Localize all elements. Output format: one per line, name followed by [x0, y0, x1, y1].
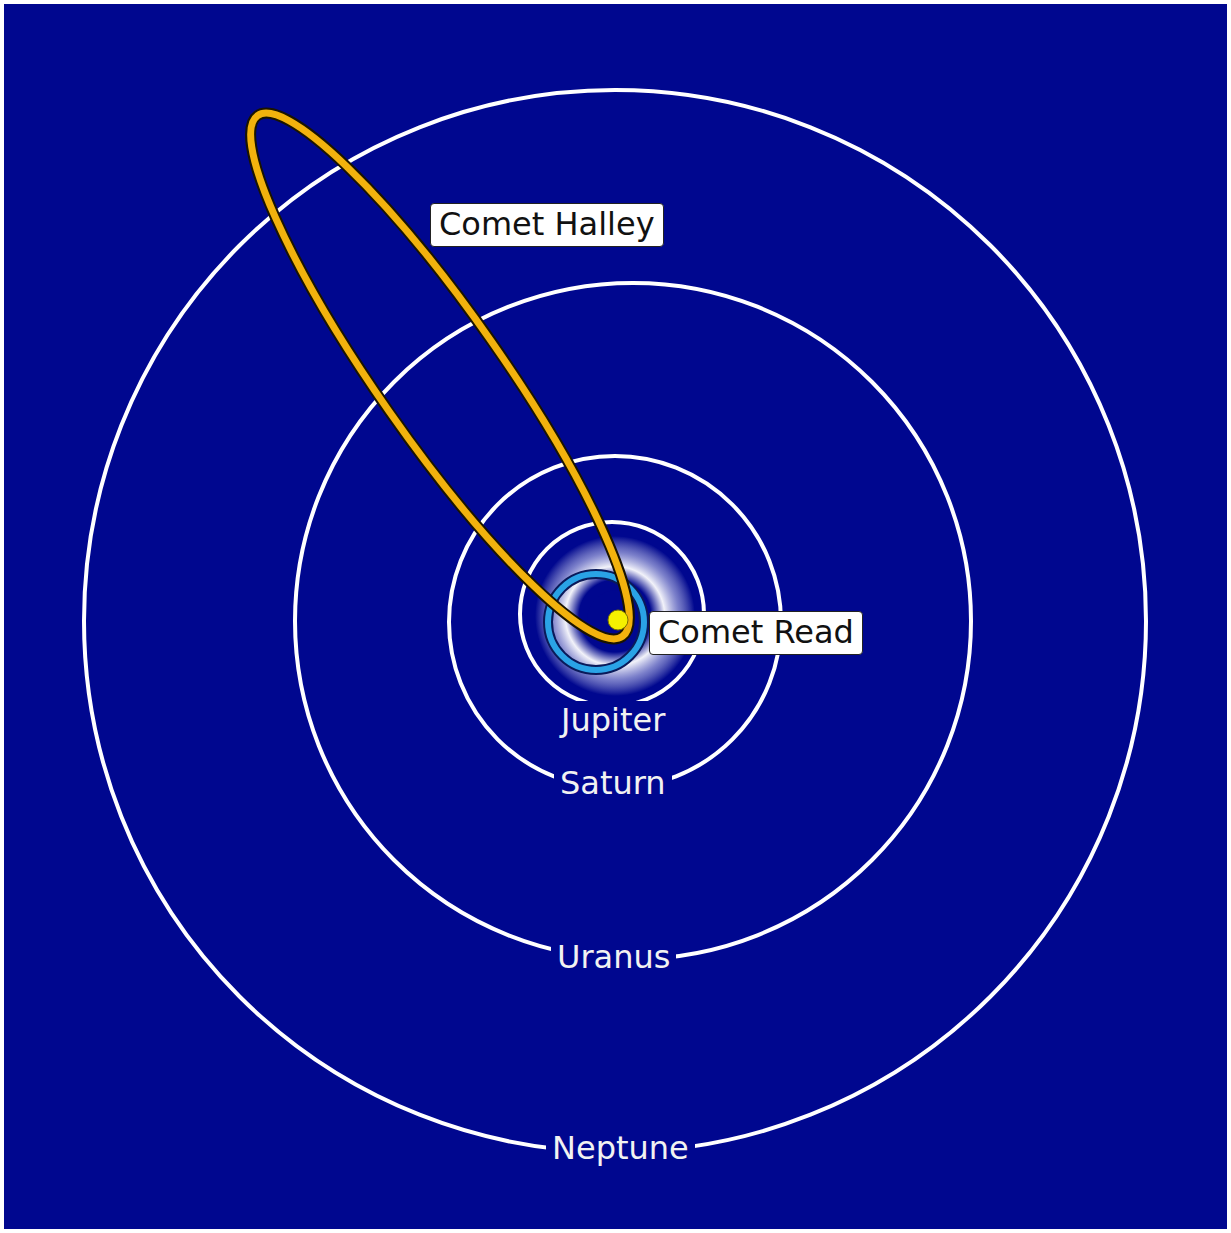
orbit-illustration — [4, 4, 1227, 1229]
neptune-orbit — [84, 90, 1146, 1152]
planet-name: Uranus — [551, 938, 676, 976]
planet-name: Jupiter — [555, 701, 671, 739]
planet-name: Neptune — [546, 1129, 695, 1167]
planet-name: Saturn — [554, 764, 672, 802]
space-ground — [4, 4, 1227, 1229]
sun — [608, 610, 628, 630]
halley-orbit — [207, 80, 673, 672]
comet-name: Comet Read — [658, 613, 854, 651]
halley-orbit-outline — [207, 80, 673, 672]
comet-label-box: Comet Halley — [430, 203, 664, 247]
comet-name: Comet Halley — [439, 205, 655, 243]
comet-label-box: Comet Read — [649, 611, 863, 655]
